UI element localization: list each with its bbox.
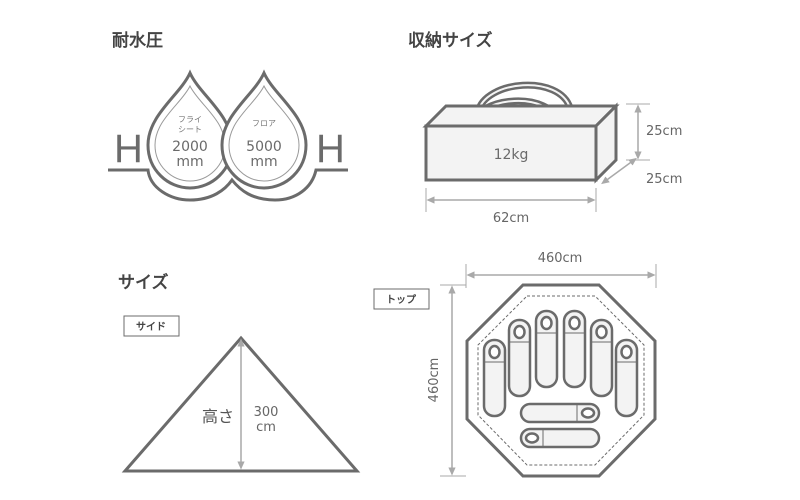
height-label: 高さ <box>202 407 234 426</box>
fly-sheet-drop <box>146 69 234 190</box>
fly-sheet-drop-inner <box>154 84 226 182</box>
floor-drop-inner <box>228 84 300 182</box>
fly-value: 2000 <box>172 139 208 155</box>
sleeping-bag <box>507 318 532 398</box>
floor-label: フロア <box>252 119 276 128</box>
sleeping-bag-group <box>482 309 639 449</box>
sleeping-bag <box>519 427 601 449</box>
sleeping-bag <box>534 309 559 389</box>
bag-depth: 25cm <box>646 172 682 187</box>
waterproof-heading: 耐水圧 <box>112 30 163 51</box>
top-tag: トップ <box>386 293 417 306</box>
waterproof-ground-line <box>108 168 348 202</box>
h-left-letter: H <box>114 127 143 171</box>
floor-value: 5000 <box>246 139 282 155</box>
fly-label-line1: フライ <box>178 115 202 124</box>
bag-height: 25cm <box>646 124 682 139</box>
top-tag-box <box>373 288 430 310</box>
bag-depth-arrow <box>601 157 637 185</box>
floor-unit: mm <box>250 154 277 170</box>
fly-unit: mm <box>176 154 203 170</box>
top-width: 460cm <box>538 251 583 266</box>
height-unit: cm <box>256 420 276 435</box>
bag-front-face <box>424 124 598 182</box>
sleeping-bag <box>589 318 614 398</box>
h-right-letter: H <box>316 127 345 171</box>
side-tag-box <box>123 315 180 337</box>
bag-top-face <box>422 104 620 128</box>
bag-width: 62cm <box>493 211 529 226</box>
sleeping-bag <box>614 338 639 418</box>
bag-weight: 12kg <box>494 147 529 163</box>
tent-inner-octagon <box>477 295 645 466</box>
sleeping-bag <box>482 338 507 418</box>
storage-heading: 収納サイズ <box>408 30 493 51</box>
side-tag: サイド <box>136 321 166 333</box>
sleeping-bag <box>562 309 587 389</box>
fly-label-line2: シート <box>178 125 202 134</box>
sleeping-bag <box>519 402 601 424</box>
height-value: 300 <box>254 405 279 420</box>
top-depth: 460cm <box>427 358 442 403</box>
floor-drop <box>220 69 308 190</box>
size-heading: サイズ <box>118 272 169 293</box>
